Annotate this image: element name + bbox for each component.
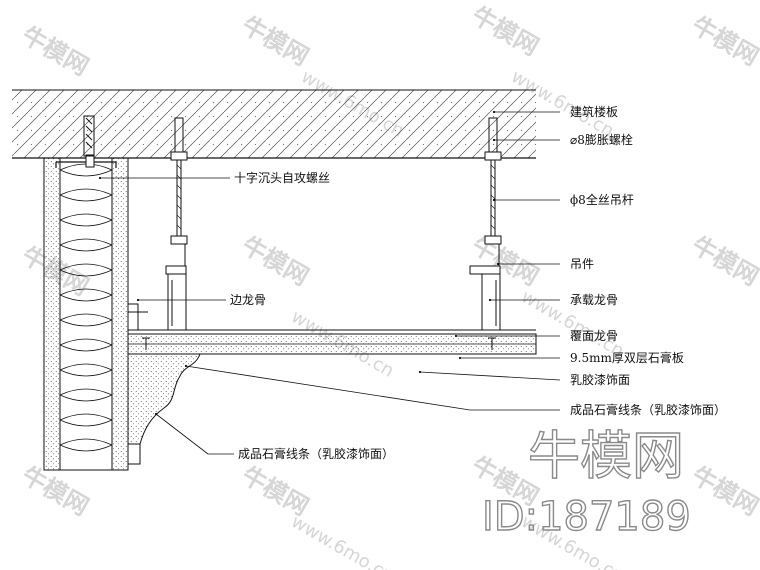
watermark-logo: 牛模网 (687, 231, 760, 291)
insulation-fill (59, 163, 113, 452)
edge-keel (128, 303, 148, 330)
watermark-logo: 牛模网 (687, 461, 760, 521)
label-hanger: 吊件 (570, 257, 594, 271)
label-cover-keel: 覆面龙骨 (570, 329, 618, 343)
brand-block: 牛模网 ID:187189 (481, 426, 691, 540)
label-gypsum-board: 9.5mm厚双层石膏板 (570, 350, 684, 365)
gypsum-cornice (127, 353, 201, 465)
watermark-logo: 牛模网 (467, 231, 543, 291)
watermark-logo: 牛模网 (237, 11, 313, 71)
label-cornice-right: 成品石膏线条（乳胶漆饰面） (570, 402, 726, 417)
label-edge-keel: 边龙骨 (230, 293, 266, 307)
label-latex-paint: 乳胶漆饰面 (570, 372, 630, 387)
watermark-logo: 牛模网 (237, 461, 313, 521)
watermark-logo: 牛模网 (467, 1, 543, 61)
leader-lines (98, 110, 561, 455)
label-threaded-rod: ϕ8全丝吊杆 (570, 192, 634, 207)
partition-wall (43, 154, 129, 471)
labels: 建筑楼板 ⌀8膨胀螺栓 十字沉头自攻螺丝 ϕ8全丝吊杆 吊件 边龙骨 承载龙骨 … (230, 104, 726, 461)
hanger-rod-right (469, 117, 502, 331)
label-self-tapping-screw: 十字沉头自攻螺丝 (234, 170, 330, 185)
watermark-url: www.6mo.cn (288, 511, 398, 570)
watermark-logo: 牛模网 (17, 21, 93, 81)
brand-logo: 牛模网 (528, 427, 684, 487)
label-cornice-left: 成品石膏线条（乳胶漆饰面） (238, 446, 394, 461)
watermark-logo: 牛模网 (237, 231, 313, 291)
wall-anchor-bolt (83, 115, 95, 157)
label-slab: 建筑楼板 (570, 104, 618, 119)
label-expansion-bolt: ⌀8膨胀螺栓 (570, 132, 633, 147)
gypsum-board-layers (127, 333, 537, 355)
label-main-keel: 承载龙骨 (570, 293, 618, 307)
brand-id: ID:187189 (482, 494, 691, 540)
hanger-rod-left (165, 117, 188, 331)
watermark-logo: 牛模网 (687, 11, 760, 71)
concrete-slab (12, 89, 536, 159)
